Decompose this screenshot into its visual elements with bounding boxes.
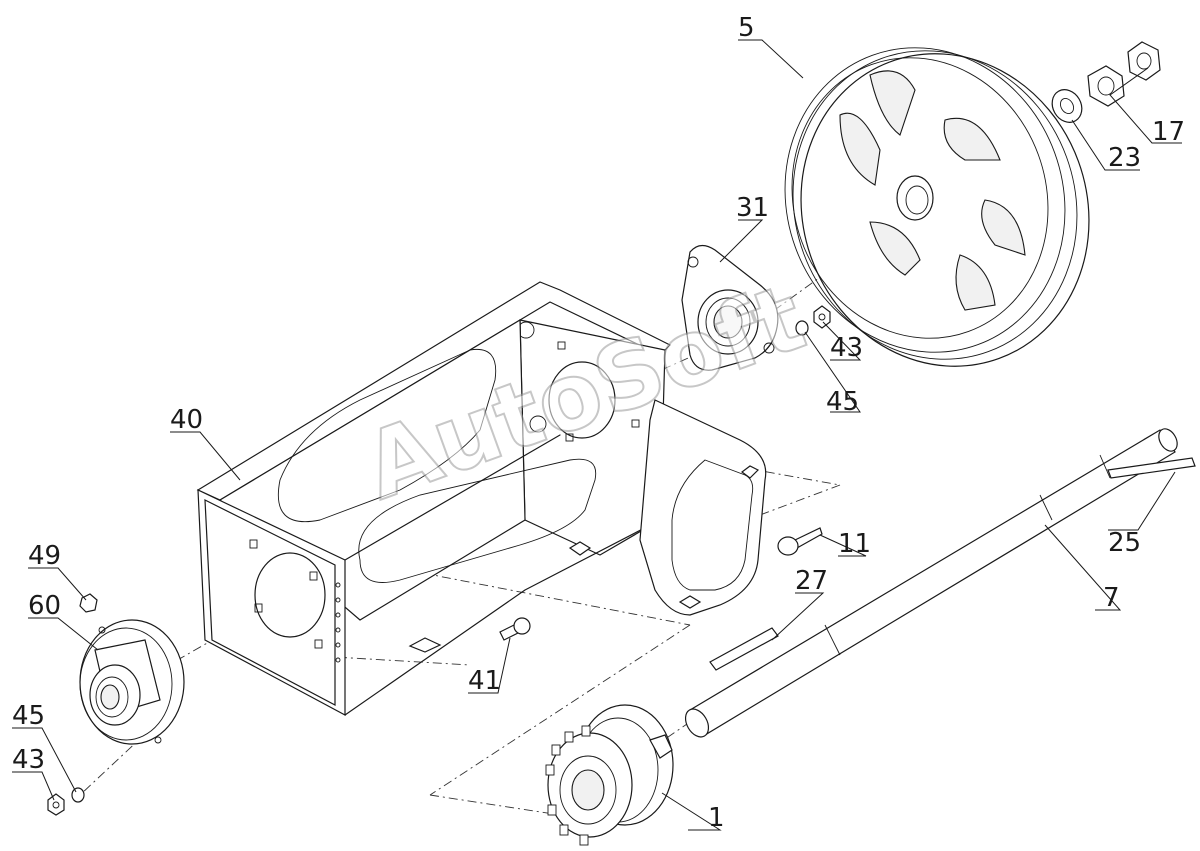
flange-bearing-part-31 bbox=[681, 244, 779, 371]
label-part-27: 27 bbox=[795, 566, 828, 596]
label-part-49: 49 bbox=[28, 541, 61, 571]
label-part-23: 23 bbox=[1108, 143, 1141, 173]
label-part-5: 5 bbox=[738, 13, 755, 43]
label-part-11: 11 bbox=[838, 529, 871, 559]
label-part-41: 41 bbox=[468, 666, 501, 696]
label-part-43-lower: 43 bbox=[12, 745, 45, 775]
frame-part-40 bbox=[196, 281, 672, 717]
part-number-labels: 5 23 17 31 43 45 40 11 25 27 7 41 1 49 6… bbox=[12, 13, 1185, 833]
label-part-43-upper: 43 bbox=[830, 333, 863, 363]
label-part-60: 60 bbox=[28, 591, 61, 621]
label-part-45-upper: 45 bbox=[826, 387, 859, 417]
leader-lines bbox=[12, 39, 1182, 831]
label-part-7: 7 bbox=[1103, 583, 1120, 613]
label-part-1: 1 bbox=[708, 803, 725, 833]
flange-bearing-part-60 bbox=[79, 619, 185, 745]
label-part-45-lower: 45 bbox=[12, 701, 45, 731]
sprocket-part-1 bbox=[545, 704, 674, 846]
label-part-25: 25 bbox=[1108, 528, 1141, 558]
side-bracket-plate bbox=[639, 399, 767, 616]
washer-part-45-lower bbox=[71, 787, 85, 803]
bolt-part-41 bbox=[499, 617, 531, 641]
pin-part-11 bbox=[777, 527, 823, 556]
washer-part-45-upper bbox=[795, 320, 809, 336]
nut-part-17-b bbox=[1127, 41, 1161, 81]
label-part-17: 17 bbox=[1152, 117, 1185, 147]
pulley-part-5 bbox=[784, 47, 1090, 367]
key-part-27 bbox=[709, 627, 779, 671]
nut-part-43-upper bbox=[813, 305, 831, 329]
shaft-part-7 bbox=[684, 428, 1178, 738]
nut-part-43-lower bbox=[47, 793, 65, 816]
nut-part-17-a bbox=[1087, 65, 1125, 107]
label-part-40: 40 bbox=[170, 405, 203, 435]
washer-part-23 bbox=[1051, 89, 1083, 123]
label-part-31: 31 bbox=[736, 193, 769, 223]
key-part-25 bbox=[1107, 457, 1196, 479]
